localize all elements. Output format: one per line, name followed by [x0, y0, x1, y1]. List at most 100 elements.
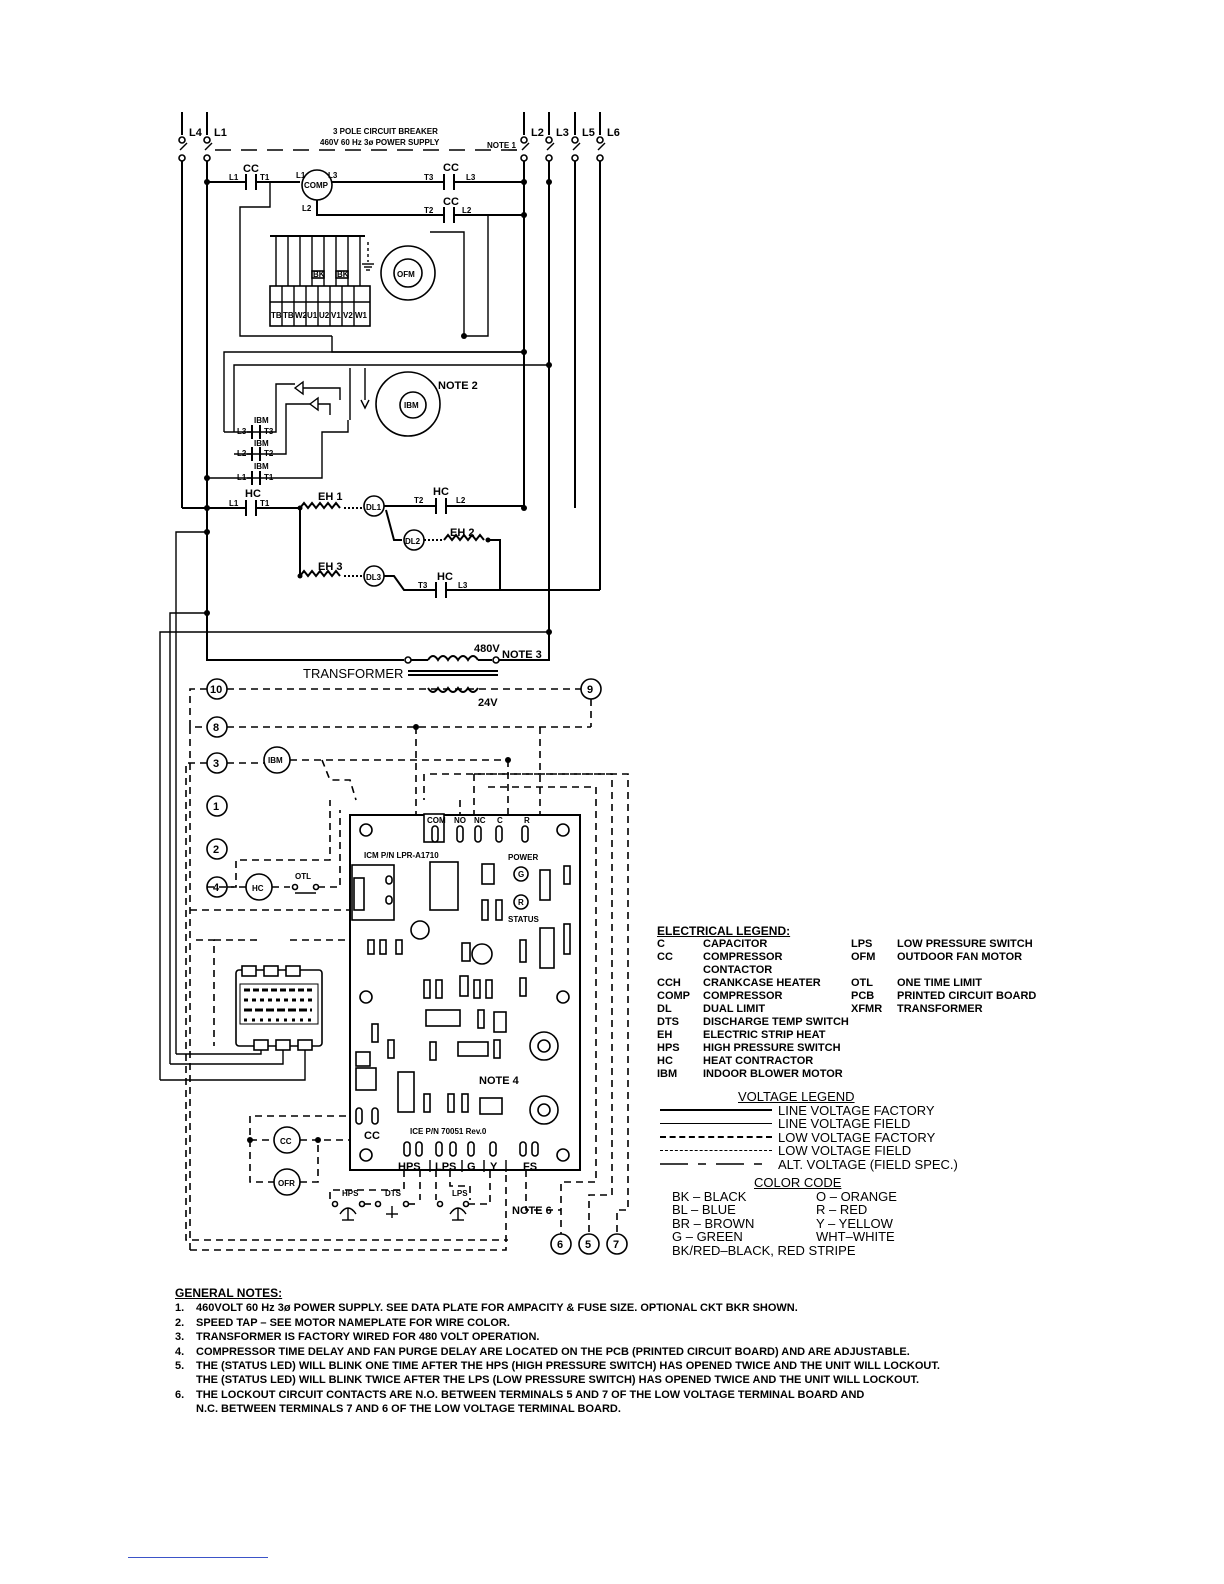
general-notes: GENERAL NOTES: 1.460VOLT 60 Hz 3ø POWER …	[175, 1286, 940, 1417]
svg-text:T1: T1	[260, 173, 270, 182]
note-item: 3.TRANSFORMER IS FACTORY WIRED FOR 480 V…	[175, 1331, 540, 1344]
svg-text:L2: L2	[456, 496, 466, 505]
note-item: 4.COMPRESSOR TIME DELAY AND FAN PURGE DE…	[175, 1345, 910, 1358]
footer-divider	[128, 1557, 268, 1558]
line-style-alt	[660, 1163, 772, 1165]
line-style-dashed	[660, 1136, 772, 1139]
dts-switch-label: DTS	[385, 1189, 402, 1198]
svg-text:TB: TB	[271, 311, 282, 320]
svg-text:L3: L3	[466, 173, 476, 182]
power-buses	[181, 161, 601, 660]
comp-label: COMP	[304, 181, 329, 190]
svg-text:L2: L2	[462, 206, 472, 215]
svg-text:T2: T2	[424, 206, 434, 215]
svg-text:4: 4	[213, 882, 220, 894]
line-label-l6: L6	[607, 127, 620, 139]
note1-label: NOTE 1	[487, 141, 516, 150]
cc-label-3: CC	[443, 196, 459, 208]
line-label-l4: L4	[189, 127, 203, 139]
hc-label-2: HC	[433, 486, 449, 498]
note-item: 5.THE (STATUS LED) WILL BLINK ONE TIME A…	[175, 1360, 940, 1373]
svg-text:U2: U2	[319, 311, 330, 320]
svg-text:CC: CC	[280, 1137, 292, 1146]
supply-label-2: 460V 60 Hz 3ø POWER SUPPLY	[320, 138, 440, 147]
terminal-1	[206, 795, 228, 817]
svg-text:HPS: HPS	[398, 1161, 421, 1173]
svg-text:DL2: DL2	[405, 537, 421, 546]
otl-label: OTL	[295, 872, 311, 881]
svg-text:DL1: DL1	[366, 503, 382, 512]
cc-ofr-coils: CC OFR	[247, 1115, 358, 1196]
svg-text:U1: U1	[307, 311, 318, 320]
svg-text:10: 10	[210, 684, 222, 696]
note-item: 2.SPEED TAP – SEE MOTOR NAMEPLATE FOR WI…	[175, 1316, 510, 1329]
ibm-label: IBM	[404, 401, 419, 410]
low-voltage-terminals: 10 9 8 3 1 2 4 6 5 7	[206, 678, 628, 1255]
svg-text:V2: V2	[343, 311, 353, 320]
v24-label: 24V	[478, 697, 498, 709]
voltage-legend-title: VOLTAGE LEGEND	[738, 1089, 855, 1104]
ofm-label: OFM	[397, 270, 415, 279]
color-code-last: BK/RED–BLACK, RED STRIPE	[672, 1242, 856, 1258]
voltage-row: LINE VOLTAGE FACTORY	[660, 1103, 958, 1118]
svg-text:R: R	[518, 898, 524, 907]
transformer: 480V NOTE 3 TRANSFORMER 24V	[159, 531, 550, 1080]
svg-text:W1: W1	[355, 311, 368, 320]
note2-label: NOTE 2	[438, 380, 478, 392]
terminal-2	[206, 838, 228, 860]
svg-text:BK: BK	[313, 270, 325, 279]
svg-text:T3: T3	[264, 427, 274, 436]
svg-text:DL3: DL3	[366, 573, 382, 582]
svg-text:5: 5	[585, 1239, 591, 1251]
svg-text:OFR: OFR	[278, 1179, 295, 1188]
svg-text:T1: T1	[260, 499, 270, 508]
svg-text:BK: BK	[337, 270, 349, 279]
electrical-legend-title: ELECTRICAL LEGEND:	[657, 924, 791, 938]
svg-text:NO: NO	[454, 816, 466, 825]
eh2-label: EH 2	[450, 527, 474, 539]
heat-circuit: HC L1 T1 EH 1 DL1 T2 HC L2 DL2 EH 2 EH 3…	[182, 486, 600, 598]
v480-label: 480V	[474, 643, 500, 655]
svg-text:IBM: IBM	[254, 439, 269, 448]
line-style-dashed-thin	[660, 1150, 772, 1152]
svg-text:T3: T3	[418, 581, 428, 590]
svg-text:6: 6	[557, 1239, 563, 1251]
pcb-part-number: ICM P/N LPR-A1710	[364, 851, 439, 860]
voltage-row: LOW VOLTAGE FIELD	[660, 1144, 958, 1158]
svg-text:NC: NC	[474, 816, 486, 825]
svg-text:IBM: IBM	[268, 756, 283, 765]
color-code-title: COLOR CODE	[754, 1175, 842, 1190]
svg-text:Y: Y	[490, 1161, 498, 1173]
svg-text:G: G	[467, 1161, 476, 1173]
voltage-row: LOW VOLTAGE FACTORY	[660, 1130, 958, 1145]
terminal-5	[578, 1233, 600, 1255]
svg-text:3: 3	[213, 758, 219, 770]
svg-text:L2: L2	[302, 204, 312, 213]
line-label-l5: L5	[582, 127, 595, 139]
svg-text:POWER: POWER	[508, 853, 538, 862]
svg-text:L3: L3	[458, 581, 468, 590]
line-label-l3: L3	[556, 127, 569, 139]
eh1-label: EH 1	[318, 491, 342, 503]
hps-switch-label: HPS	[342, 1189, 359, 1198]
safety-switches: HPS DTS LPS NOTE 6	[329, 1170, 561, 1221]
ice-part-number: ICE P/N 70051 Rev.0	[410, 1127, 487, 1136]
electrical-legend-table: C CAPACITOR LPS LOW PRESSURE SWITCH CC C…	[657, 938, 1037, 1080]
ofm-terminal-block: TB TB W2 U1 U2 V1 V2 W1 BK BK OFM	[269, 235, 436, 327]
hc-label-3: HC	[437, 571, 453, 583]
svg-text:T1: T1	[264, 473, 274, 482]
svg-text:T3: T3	[424, 173, 434, 182]
line-label-l2: L2	[531, 127, 544, 139]
note6-label: NOTE 6	[512, 1205, 552, 1217]
svg-text:2: 2	[213, 844, 219, 856]
note-item: 6.THE LOCKOUT CIRCUIT CONTACTS ARE N.O. …	[175, 1388, 865, 1401]
svg-text:STATUS: STATUS	[508, 915, 539, 924]
svg-text:TB: TB	[283, 311, 294, 320]
svg-text:7: 7	[613, 1239, 619, 1251]
line-style-solid	[660, 1109, 772, 1112]
svg-text:9: 9	[587, 684, 593, 696]
note-item: N.C. BETWEEN TERMINALS 7 AND 6 OF THE LO…	[196, 1403, 621, 1416]
